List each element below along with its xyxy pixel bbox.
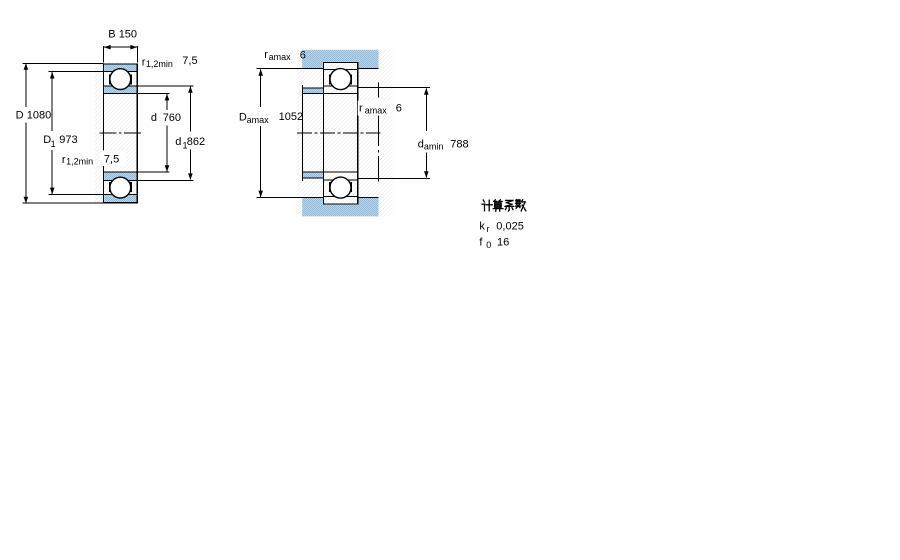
svg-text:1: 1 bbox=[51, 139, 56, 149]
svg-text:r: r bbox=[264, 49, 268, 61]
svg-text:6: 6 bbox=[396, 102, 402, 114]
svg-text:1,2min: 1,2min bbox=[66, 157, 93, 167]
svg-text:amax: amax bbox=[365, 105, 388, 115]
svg-text:973: 973 bbox=[59, 134, 77, 146]
svg-text:1052: 1052 bbox=[279, 111, 303, 123]
svg-text:amin: amin bbox=[424, 142, 444, 152]
svg-text:1080: 1080 bbox=[27, 110, 51, 122]
svg-text:16: 16 bbox=[497, 236, 509, 248]
svg-text:6: 6 bbox=[300, 49, 306, 61]
svg-text:788: 788 bbox=[450, 138, 468, 150]
svg-text:D: D bbox=[43, 134, 51, 146]
svg-text:f: f bbox=[479, 236, 483, 248]
svg-text:1,2min: 1,2min bbox=[146, 59, 173, 69]
svg-text:7,5: 7,5 bbox=[104, 154, 119, 166]
svg-text:d: d bbox=[175, 136, 181, 148]
svg-text:7,5: 7,5 bbox=[182, 55, 197, 67]
svg-text:0: 0 bbox=[486, 240, 491, 250]
svg-text:d: d bbox=[418, 138, 424, 150]
svg-text:r: r bbox=[142, 56, 146, 68]
svg-text:862: 862 bbox=[187, 136, 205, 148]
svg-text:amax: amax bbox=[247, 115, 270, 125]
svg-text:0,025: 0,025 bbox=[496, 220, 524, 232]
svg-text:k: k bbox=[479, 220, 485, 232]
svg-text:r: r bbox=[487, 224, 490, 234]
svg-text:d: d bbox=[151, 112, 157, 124]
svg-text:D: D bbox=[239, 112, 247, 124]
svg-text:r: r bbox=[62, 154, 66, 166]
svg-text:amax: amax bbox=[269, 52, 292, 62]
svg-text:r: r bbox=[359, 102, 363, 114]
svg-text:D: D bbox=[16, 110, 24, 122]
svg-text:B 150: B 150 bbox=[108, 29, 137, 41]
svg-text:1: 1 bbox=[183, 141, 188, 151]
svg-text:760: 760 bbox=[163, 112, 181, 124]
